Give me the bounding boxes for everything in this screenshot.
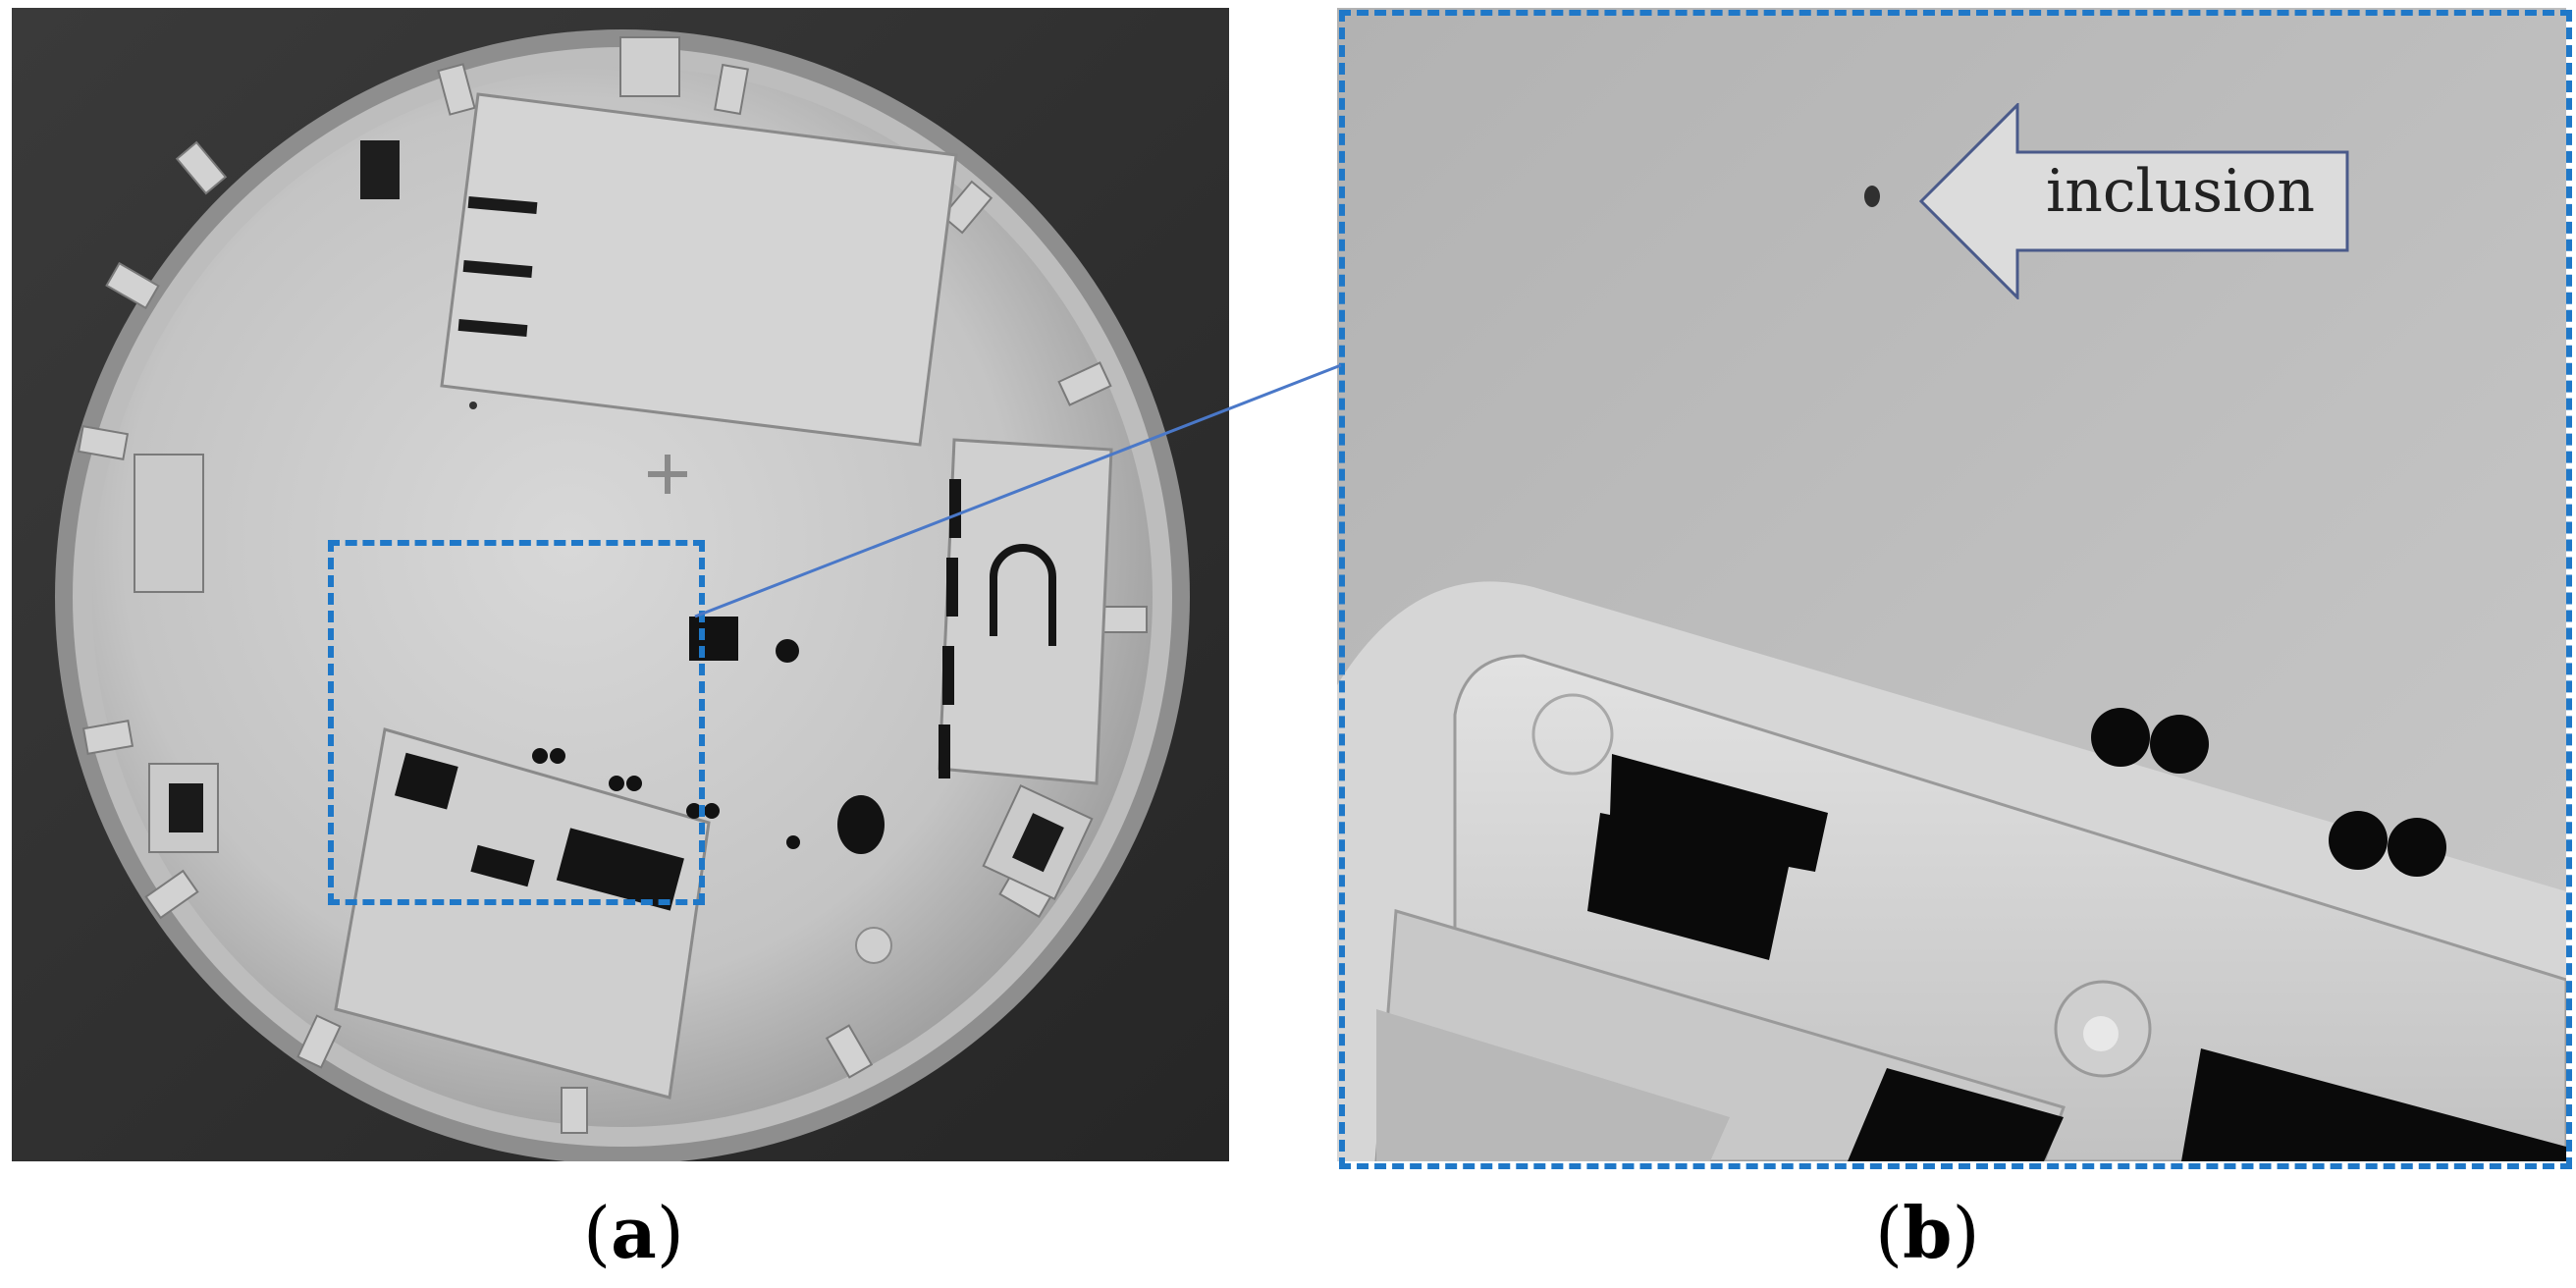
caption-a: (a) <box>583 1198 684 1269</box>
caption-a-open: ( <box>583 1192 612 1274</box>
caption-a-close: ) <box>656 1192 684 1274</box>
caption-a-letter: a <box>611 1191 657 1274</box>
region-of-interest-box <box>328 540 705 905</box>
caption-b-close: ) <box>1952 1192 1980 1274</box>
housing-photo <box>12 8 1229 1161</box>
zoomed-detail-photo <box>1337 8 2566 1161</box>
caption-b: (b) <box>1875 1198 1980 1269</box>
caption-b-letter: b <box>1903 1191 1953 1274</box>
inclusion-defect <box>1864 186 1880 207</box>
caption-b-open: ( <box>1875 1192 1904 1274</box>
photo-panel-a <box>12 8 1229 1161</box>
callout-arrow-icon <box>1919 103 2349 299</box>
inclusion-label: inclusion <box>2046 157 2316 226</box>
rim-tabs <box>77 63 1148 1134</box>
photo-panel-b <box>1337 8 2566 1161</box>
